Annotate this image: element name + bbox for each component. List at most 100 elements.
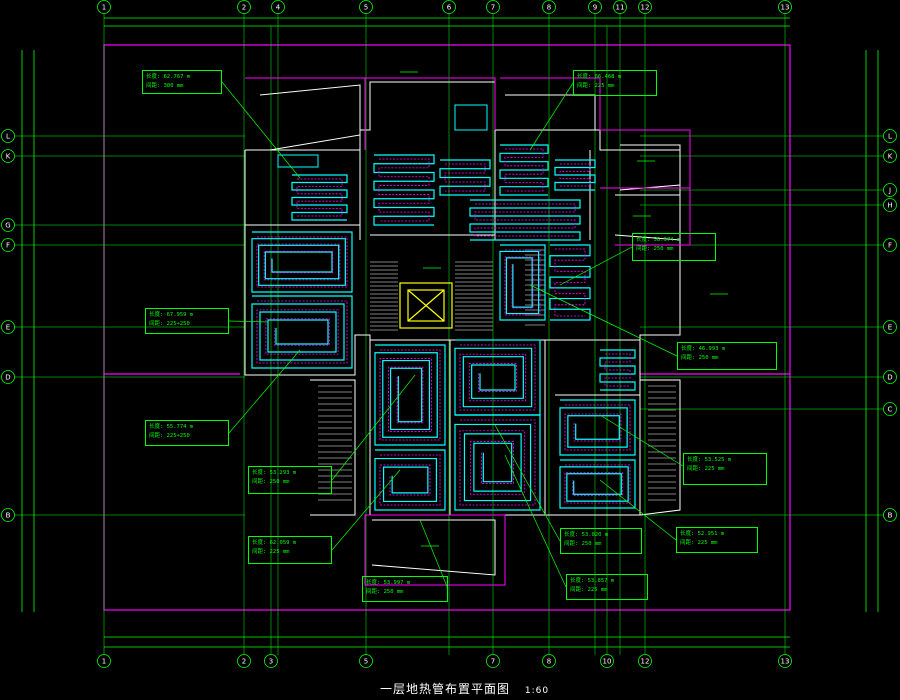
pipe-length: 长度: 46.993 m [681,346,726,352]
axis-label: 1 [102,658,106,666]
leader-line [228,320,269,323]
axis-bubble-bottom: 13 [778,654,792,668]
leader-line [599,479,677,541]
pipe-callout-11: 长度: 62.059 m 间距: 225 mm [248,536,332,564]
axis-label: E [6,324,10,332]
pipe-spacing: 间距: 300 mm [146,83,184,89]
pipe-loop-return [504,148,544,192]
axis-label: D [887,374,892,382]
pipe-loop [374,344,446,446]
axis-bubble-right: D [883,370,897,384]
axis-label: 8 [547,658,551,666]
axis-label: 5 [364,658,368,666]
leader-line [529,284,678,357]
manifold [454,104,488,131]
axis-label: 11 [616,4,625,12]
axis-label: B [6,512,11,520]
pipe-loop-return [554,248,586,317]
axis-label: 3 [269,658,273,666]
grid-axis-lines [14,13,886,655]
pipe-spacing: 间距: 250 mm [366,589,404,595]
pipe-loop-return [504,249,541,316]
pipe-loop [251,295,353,369]
leader-line [221,81,301,179]
pipe-spacing: 间距: 225 mm [570,587,608,593]
axis-bubble-left: E [1,320,15,334]
axis-label: L [6,133,10,141]
pipe-loop [374,449,446,511]
pipe-loop-return [564,404,631,451]
axis-bubble-left: F [1,238,15,252]
pipe-spacing: 间距: 250 mm [636,246,674,252]
pipe-loop-return [564,464,631,504]
axis-label: 2 [242,658,246,666]
leader-line [494,424,561,542]
pipe-length: 长度: 53.020 m [564,532,609,538]
axis-bubble-bottom: 7 [486,654,500,668]
elevator-shaft [399,282,453,329]
axis-bubble-right: L [883,129,897,143]
pipe-loop-return [444,163,486,192]
leader-line [331,374,416,481]
room-outlines [245,77,691,586]
axis-label: 9 [593,4,597,12]
building-walls [244,81,681,576]
pipe-loop [251,231,353,293]
leader-line [559,246,633,286]
leader-line [529,82,574,151]
axis-bubble-left: D [1,370,15,384]
pipe-length: 长度: 53.997 m [366,580,411,586]
axis-label: 12 [641,4,650,12]
pipe-loop [549,244,591,321]
pipe-callout-13: 长度: 53.997 m 间距: 250 mm [362,576,448,602]
axis-bubble-bottom: 8 [542,654,556,668]
pipe-spacing: 间距: 225 mm [252,549,290,555]
axis-label: 13 [781,658,790,666]
pipe-loop-return [296,178,343,217]
axis-label: 4 [276,4,281,12]
pipe-length: 长度: 62.767 m [146,74,191,80]
pipe-callout-9: 长度: 53.020 m 间距: 250 mm [560,528,642,554]
axis-label: 7 [491,658,495,666]
axis-bubble-top: 4 [271,0,285,14]
pipe-spacing: 间距: 225+250 [149,321,190,327]
axis-bubble-top: 9 [588,0,602,14]
dimension-frame [21,17,879,648]
axis-label: K [6,153,11,161]
leader-line [419,519,449,590]
axis-label: K [888,153,893,161]
pipe-loop-return [256,236,348,288]
axis-bubble-top: 7 [486,0,500,14]
axis-bubble-bottom: 10 [600,654,614,668]
axis-bubble-right: J [883,183,897,197]
pipe-spacing: 间距: 225 mm [680,540,718,546]
axis-bubble-top: 13 [778,0,792,14]
axis-label: C [888,406,893,414]
axis-bubble-bottom: 12 [638,654,652,668]
axis-label: 12 [641,658,650,666]
pipe-callout-10: 长度: 52.951 m 间距: 225 mm [676,527,758,553]
pipe-length: 长度: 52.951 m [680,531,725,537]
pipe-callout-3: 长度: 58.974 m 间距: 250 mm [632,233,716,261]
axis-bubble-top: 5 [359,0,373,14]
leader-line [504,454,567,588]
pipe-loop-return [474,203,576,237]
pipe-loop [559,399,636,456]
pipe-loop [439,159,491,196]
axis-bubble-top: 11 [613,0,627,14]
axis-label: 1 [102,4,106,12]
pipe-length: 长度: 62.059 m [252,540,297,546]
pipe-callout-7: 长度: 53.525 m 间距: 225 mm [683,453,767,485]
pipe-callout-6: 长度: 55.774 m 间距: 225+250 [145,420,229,446]
pipe-length: 长度: 55.774 m [149,424,194,430]
pipe-length: 长度: 53.525 m [687,457,732,463]
axis-label: 13 [781,4,790,12]
axis-label: 10 [603,658,612,666]
pipe-loop [469,199,581,241]
axis-bubble-top: 1 [97,0,111,14]
pipe-spacing: 间距: 225 mm [577,83,615,89]
axis-bubble-right: F [883,238,897,252]
pipe-loop-return [379,454,441,506]
